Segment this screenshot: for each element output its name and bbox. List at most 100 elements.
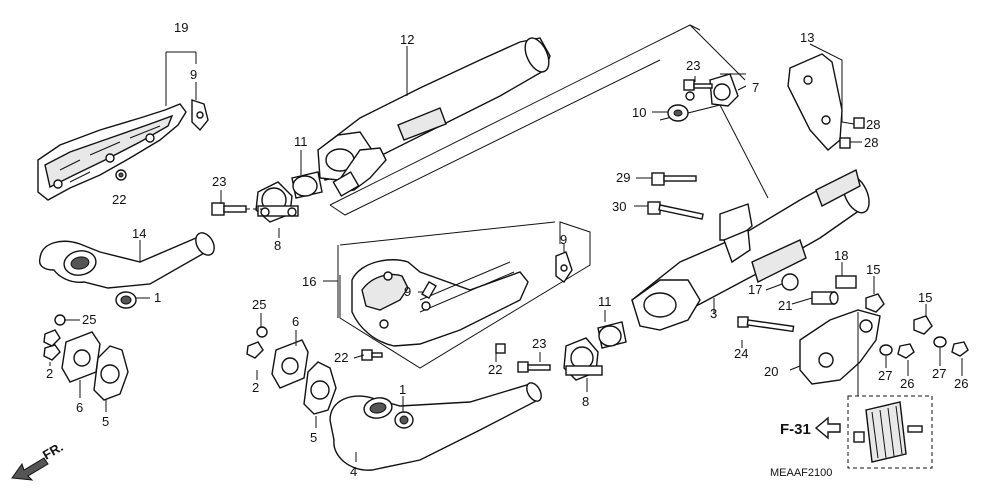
bolt-9b[interactable] (421, 280, 437, 311)
heat-shield-16[interactable] (351, 259, 529, 347)
bolt-24[interactable] (737, 316, 795, 333)
gasket-5b[interactable] (303, 361, 337, 415)
nut-2b[interactable] (246, 341, 264, 359)
ref-arrow-icon (814, 416, 841, 440)
collar-17[interactable] (781, 273, 799, 291)
bolt-30[interactable] (647, 201, 704, 220)
label-8b: 8 (582, 394, 589, 409)
rubber-10[interactable] (667, 104, 689, 122)
label-2a: 2 (46, 366, 53, 381)
nut-26b[interactable] (951, 341, 969, 357)
label-8a: 8 (274, 238, 281, 253)
gasket-5a[interactable] (93, 345, 129, 401)
label-15a: 15 (866, 262, 880, 277)
exhaust-pipe-14[interactable] (38, 230, 218, 289)
exhaust-pipe-4[interactable] (329, 380, 544, 471)
label-7: 7 (752, 80, 759, 95)
clamp-8a[interactable] (255, 181, 299, 223)
bolt-22c[interactable] (495, 343, 506, 354)
bolt-23c[interactable] (683, 79, 713, 101)
nut-15a[interactable] (865, 293, 885, 313)
label-6b: 6 (292, 314, 299, 329)
washer-27a[interactable] (879, 344, 893, 356)
bolt-22a[interactable] (115, 169, 127, 181)
flange-6a[interactable] (61, 331, 101, 383)
gasket-11a[interactable] (291, 171, 323, 199)
clamp-8b[interactable] (563, 337, 603, 381)
label-6a: 6 (76, 400, 83, 415)
label-16: 16 (302, 274, 316, 289)
label-21: 21 (778, 298, 792, 313)
label-2b: 2 (252, 380, 259, 395)
gasket-1b[interactable] (394, 411, 414, 429)
label-5b: 5 (310, 430, 317, 445)
label-26a: 26 (900, 376, 914, 391)
heat-shield-19[interactable] (37, 103, 187, 201)
ref-label: F-31 (780, 421, 811, 438)
label-28a: 28 (866, 117, 880, 132)
collar-18[interactable] (835, 275, 857, 289)
regulator-unit (853, 401, 923, 463)
label-27b: 27 (932, 366, 946, 381)
label-5a: 5 (102, 414, 109, 429)
bracket-frame-16 (339, 221, 591, 369)
bracket-20[interactable] (799, 309, 881, 385)
collar-21[interactable] (811, 291, 839, 305)
label-18: 18 (834, 248, 848, 263)
label-23c: 23 (686, 58, 700, 73)
label-10: 10 (632, 105, 646, 120)
muffler-3[interactable] (631, 168, 874, 331)
gasket-11b[interactable] (597, 321, 627, 349)
label-9c: 9 (560, 232, 567, 247)
bolt-25b[interactable] (256, 326, 268, 338)
label-22b: 22 (334, 350, 348, 365)
label-3: 3 (710, 306, 717, 321)
nut-15b[interactable] (913, 315, 933, 335)
label-26b: 26 (954, 376, 968, 391)
front-direction-arrow-icon (11, 457, 49, 481)
label-14: 14 (132, 226, 146, 241)
muffler-12[interactable] (317, 34, 554, 197)
label-20: 20 (764, 364, 778, 379)
flange-6b[interactable] (271, 339, 309, 389)
reference-box (847, 395, 933, 469)
label-24: 24 (734, 346, 748, 361)
label-22a: 22 (112, 192, 126, 207)
label-15b: 15 (918, 290, 932, 305)
label-23a: 23 (212, 174, 226, 189)
clip-9c[interactable] (555, 251, 573, 284)
bolt-28a[interactable] (853, 117, 865, 129)
label-23b: 23 (532, 336, 546, 351)
clamp-7[interactable] (709, 73, 739, 107)
diagram-code: MEAAF2100 (770, 467, 832, 479)
label-28b: 28 (864, 135, 878, 150)
bolt-28b[interactable] (839, 137, 851, 149)
washer-27b[interactable] (933, 336, 947, 348)
label-30: 30 (612, 199, 626, 214)
label-9b: 9 (404, 284, 411, 299)
bolt-29[interactable] (651, 172, 697, 186)
label-19: 19 (174, 20, 188, 35)
label-27a: 27 (878, 368, 892, 383)
bracket-line-upper (329, 24, 746, 206)
bolt-22b[interactable] (361, 349, 383, 361)
label-1b: 1 (399, 382, 406, 397)
gasket-1a[interactable] (115, 291, 137, 309)
label-22c: 22 (488, 362, 502, 377)
nut-2a[interactable] (43, 329, 61, 361)
leader-lines (49, 43, 963, 462)
label-12: 12 (400, 32, 414, 47)
label-9a: 9 (190, 67, 197, 82)
bolt-25a[interactable] (54, 314, 66, 326)
bolt-23a[interactable] (211, 202, 262, 216)
label-25a: 25 (82, 312, 96, 327)
nut-26a[interactable] (897, 343, 915, 359)
label-1a: 1 (154, 290, 161, 305)
label-11a: 11 (294, 134, 308, 149)
bolt-23b[interactable] (517, 361, 551, 373)
bracket-13[interactable] (787, 53, 843, 151)
clip-9a[interactable] (191, 99, 209, 132)
label-25b: 25 (252, 297, 266, 312)
part-labels: 19 9 22 12 11 23 8 14 1 25 2 6 5 16 9 9 … (40, 20, 968, 479)
